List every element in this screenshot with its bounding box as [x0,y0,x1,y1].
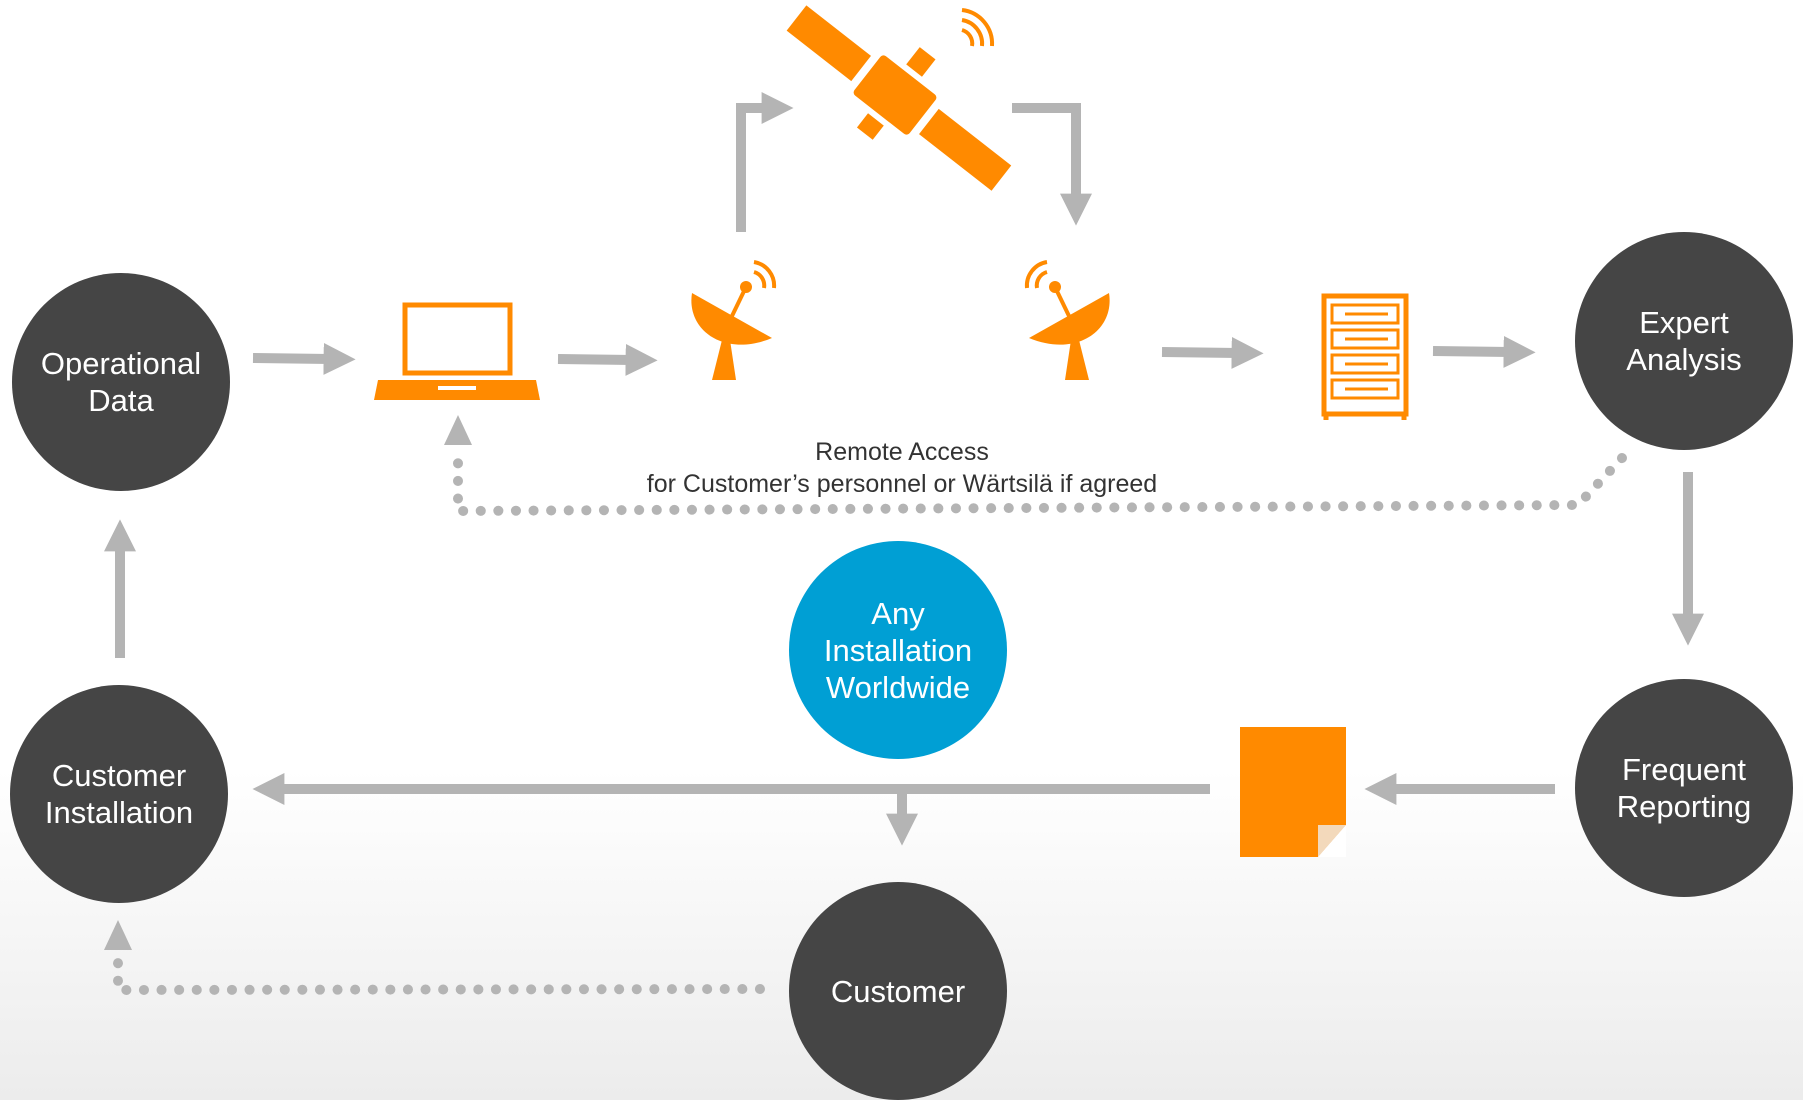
arrow-laptop-to-dish [557,343,658,376]
node-frequent-reporting-label: Frequent Reporting [1616,752,1752,824]
remote-access-title: Remote Access [815,438,989,466]
remote-access-subtitle: for Customer’s personnel or Wärtsilä if … [646,470,1158,498]
arrow-dish-to-server [1161,336,1264,369]
laptop-icon [374,302,540,400]
node-customer-installation-label: Customer Installation [44,758,194,830]
dotted-remote-access-path [453,450,1627,517]
arrow-server-to-analysis [1432,335,1536,368]
arrow-satellite-to-dish [1012,103,1093,226]
dotted-arrowhead-installation [104,920,132,950]
node-expert-analysis-label: Expert Analysis [1626,305,1742,377]
server-rack-icon [1321,293,1409,420]
node-frequent-reporting: Frequent Reporting [1575,679,1793,897]
arrow-dish-to-satellite [736,91,794,232]
arrow-data-to-laptop [252,342,356,375]
node-customer-label: Customer [830,973,966,1009]
node-operational-data-label: Operational Data [40,346,202,418]
dotted-customer-path [113,950,765,996]
node-expert-analysis: Expert Analysis [1575,232,1793,450]
satellite-dish-icon [691,260,777,380]
satellite-dish-icon [1024,260,1110,380]
node-operational-data: Operational Data [12,273,230,491]
node-any-installation-worldwide: Any Installation Worldwide [789,541,1007,759]
satellite-icon [786,5,1012,191]
dotted-arrowhead-laptop [444,415,472,445]
report-document-icon [1240,727,1346,857]
node-any-installation-label: Any Installation Worldwide [823,595,973,705]
node-customer-installation: Customer Installation [10,685,228,903]
node-customer: Customer [789,882,1007,1100]
remote-access-caption: Remote Access for Customer’s personnel o… [552,436,1252,500]
